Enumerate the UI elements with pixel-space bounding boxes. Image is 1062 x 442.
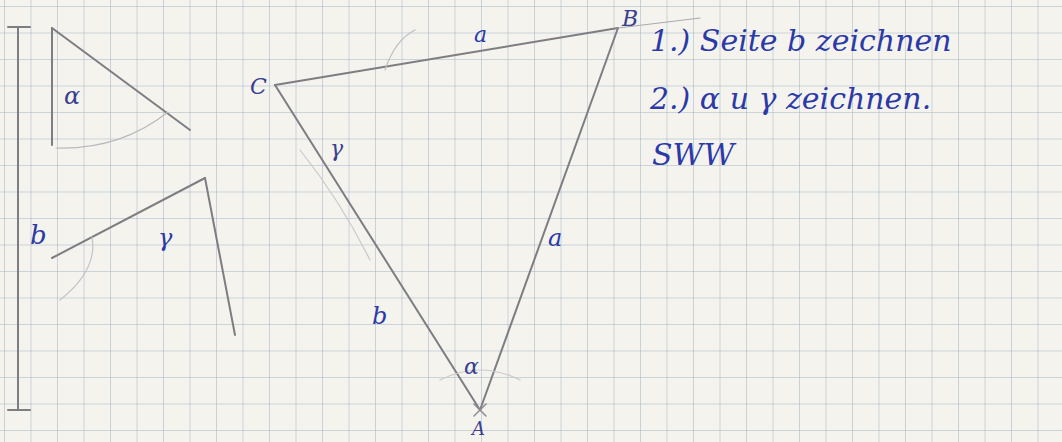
vertex-label: C <box>250 76 267 98</box>
note: SWW <box>652 140 734 170</box>
vertex-label: A <box>472 420 485 438</box>
angle-label: γ <box>158 226 172 250</box>
step-note: 1.) Seite b zeichnen <box>650 26 952 56</box>
angle-label: α <box>64 84 80 108</box>
side-label: b <box>372 304 387 328</box>
vertex-label: B <box>622 8 638 30</box>
side-label: a <box>548 226 562 250</box>
side-label: b <box>30 222 47 248</box>
pencil-lines <box>8 18 700 416</box>
side-label: a <box>474 24 487 46</box>
step-note: 2.) α u γ zeichnen. <box>650 84 931 114</box>
angle-label: α <box>464 356 479 378</box>
angle-label: γ <box>330 138 343 160</box>
